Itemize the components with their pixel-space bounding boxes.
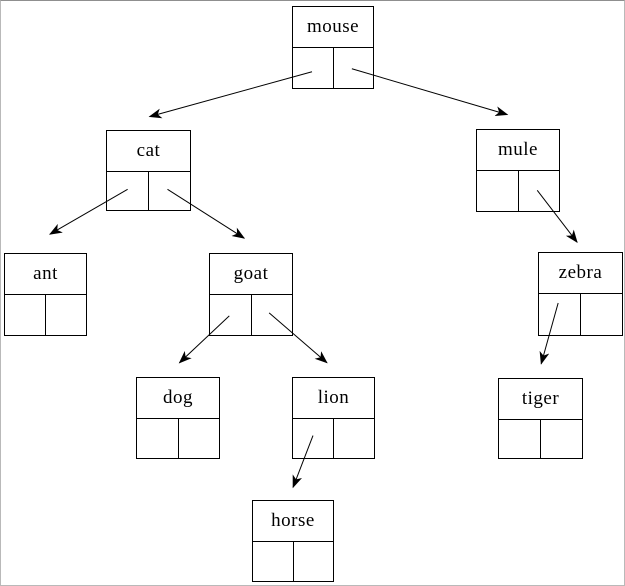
right-pointer-cell [541,420,582,458]
right-pointer-cell [519,171,560,211]
right-pointer-cell [334,48,374,88]
tree-node-goat: goat [209,253,293,336]
tree-node-lion: lion [292,377,375,459]
tree-node-cat: cat [106,130,191,211]
left-pointer-cell [210,295,252,335]
node-label: cat [107,131,190,172]
left-pointer-cell [293,48,334,88]
right-pointer-cell [46,295,86,335]
node-label: zebra [539,253,622,294]
node-label: dog [137,378,219,419]
node-label: mule [477,130,559,171]
left-pointer-cell [293,419,334,458]
node-label: horse [253,501,333,542]
right-pointer-cell [149,172,190,210]
left-pointer-cell [477,171,519,211]
tree-node-horse: horse [252,500,334,582]
pointer-row [5,295,86,335]
tree-node-zebra: zebra [538,252,623,336]
left-pointer-cell [253,542,294,581]
node-label: goat [210,254,292,295]
pointer-row [137,419,219,458]
pointer-row [539,294,622,335]
tree-node-mule: mule [476,129,560,212]
node-label: mouse [293,7,373,48]
tree-node-mouse: mouse [292,6,374,89]
right-pointer-cell [334,419,374,458]
right-pointer-cell [252,295,293,335]
node-label: tiger [499,379,582,420]
pointer-row [293,48,373,88]
pointer-row [210,295,292,335]
left-pointer-cell [499,420,541,458]
right-pointer-cell [179,419,220,458]
pointer-row [253,542,333,581]
pointer-row [107,172,190,210]
right-pointer-cell [294,542,334,581]
tree-node-ant: ant [4,253,87,336]
node-label: lion [293,378,374,419]
left-pointer-cell [539,294,581,335]
tree-node-dog: dog [136,377,220,459]
left-pointer-cell [137,419,179,458]
right-pointer-cell [581,294,622,335]
left-pointer-cell [5,295,46,335]
tree-node-tiger: tiger [498,378,583,459]
pointer-row [293,419,374,458]
left-pointer-cell [107,172,149,210]
pointer-row [499,420,582,458]
pointer-row [477,171,559,211]
node-label: ant [5,254,86,295]
